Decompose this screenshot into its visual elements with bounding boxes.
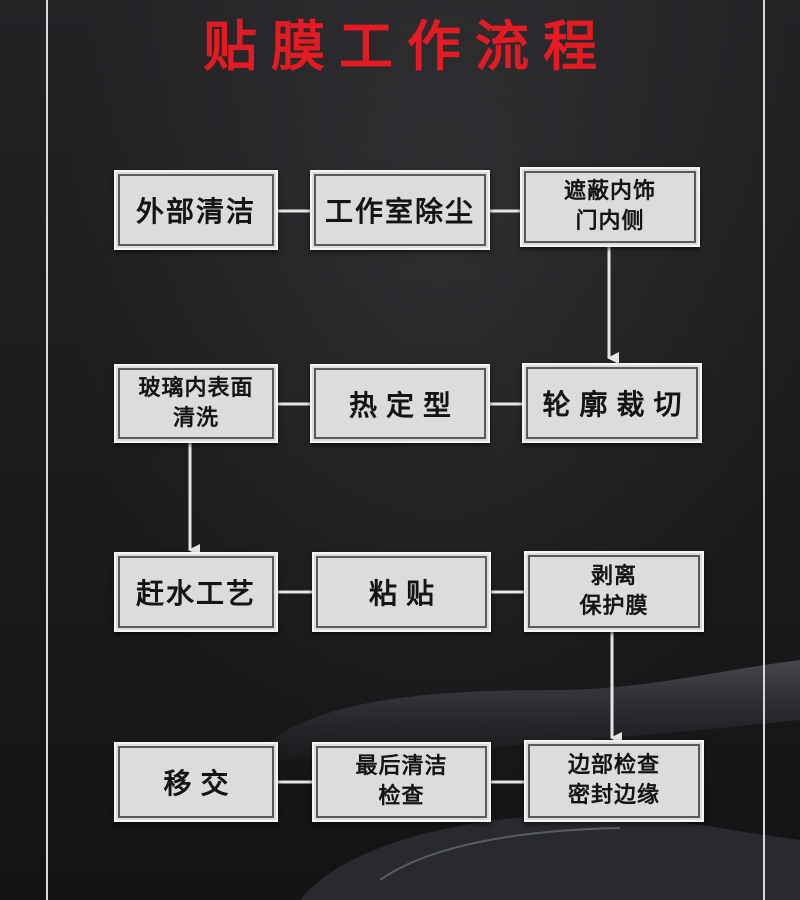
step-label: 外部清洁 (135, 195, 256, 228)
step-final-clean-check: 最后清洁 检查 (312, 742, 491, 822)
step-glass-inner-cleaning: 玻璃内表面 清洗 (114, 364, 278, 443)
step-water-squeegee: 赶水工艺 (114, 552, 278, 632)
step-exterior-cleaning: 外部清洁 (114, 170, 278, 250)
step-label: 轮廓裁切 (542, 388, 691, 421)
frame-left-line (46, 0, 48, 900)
page-title: 贴膜工作流程 (203, 15, 611, 78)
step-handover: 移交 (114, 742, 278, 822)
frame-right-line (763, 0, 765, 900)
step-apply-film: 粘贴 (312, 552, 491, 632)
step-contour-cutting: 轮廓裁切 (522, 363, 702, 443)
step-label: 遮蔽内饰 门内侧 (563, 179, 656, 234)
step-label: 剥离 保护膜 (579, 563, 649, 619)
step-heat-setting: 热定型 (310, 364, 490, 443)
step-studio-dust-removal: 工作室除尘 (310, 170, 490, 250)
step-label: 赶水工艺 (135, 577, 256, 610)
step-label: 最后清洁 检查 (355, 754, 448, 809)
step-label: 工作室除尘 (324, 195, 475, 228)
step-label: 边部检查 密封边缘 (567, 753, 660, 808)
step-edge-check-seal: 边部检查 密封边缘 (524, 740, 704, 822)
step-label: 玻璃内表面 清洗 (138, 375, 254, 431)
step-label: 粘贴 (368, 577, 443, 610)
step-peel-protective-film: 剥离 保护膜 (524, 551, 704, 632)
step-label: 热定型 (348, 388, 460, 422)
step-mask-interior-door: 遮蔽内饰 门内侧 (520, 167, 700, 247)
step-label: 移交 (163, 767, 238, 800)
